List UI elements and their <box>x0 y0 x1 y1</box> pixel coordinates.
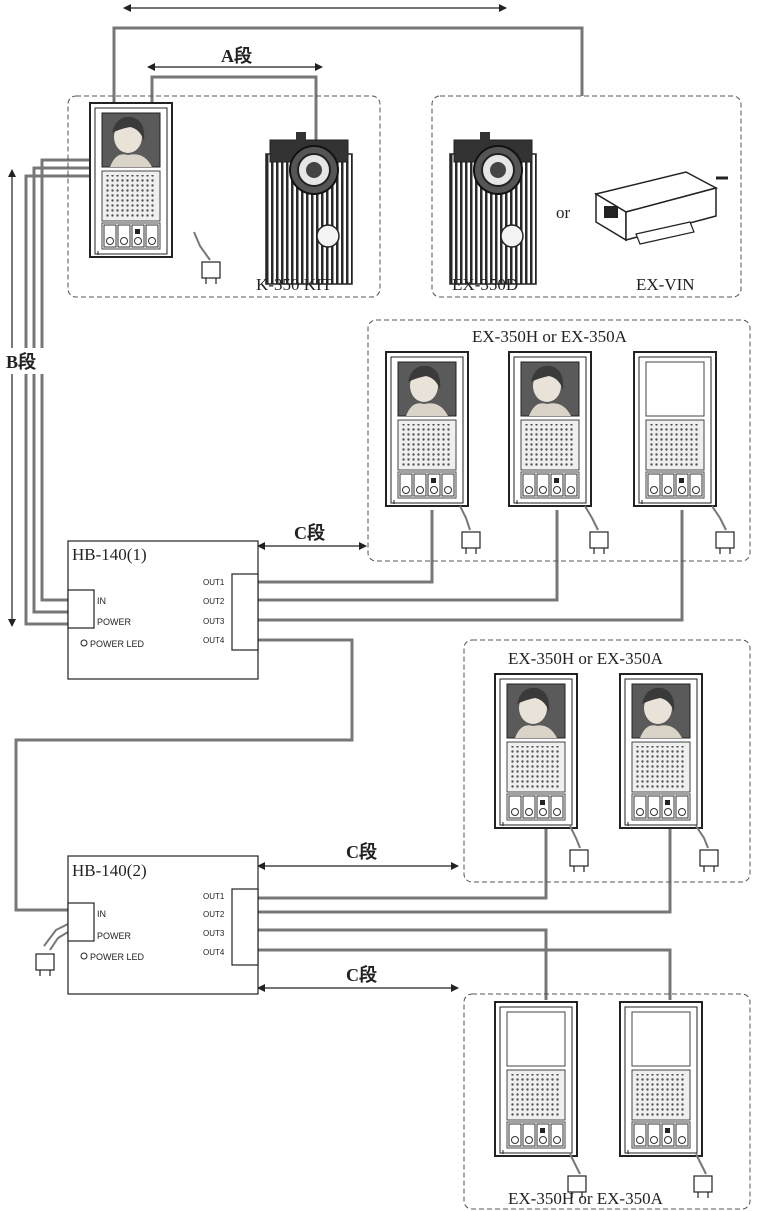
exvin-label: EX-VIN <box>636 275 695 294</box>
k350-camera <box>266 132 352 284</box>
segment-b-label: B段 <box>6 351 37 372</box>
exvin-module <box>596 172 728 244</box>
hub-2-out4: OUT4 <box>203 948 225 957</box>
power-adapter-icon <box>570 850 588 872</box>
group-monitors-2-label: EX-350H or EX-350A <box>508 649 664 668</box>
hub-1-out2: OUT2 <box>203 597 225 606</box>
power-adapter-icon <box>716 532 734 554</box>
power-adapter-icon <box>694 1176 712 1198</box>
power-adapter-icon <box>462 532 480 554</box>
hub-1-out4: OUT4 <box>203 636 225 645</box>
monitor-3 <box>634 352 716 506</box>
power-adapter-icon <box>700 850 718 872</box>
monitor-4 <box>495 674 577 828</box>
main-monitor <box>90 103 172 257</box>
segment-c-label-2: C段 <box>346 841 378 862</box>
group-monitors-3-label: EX-350H or EX-350A <box>508 1189 664 1208</box>
power-adapter-icon <box>590 532 608 554</box>
hub-2-out1: OUT1 <box>203 892 225 901</box>
hub-1-power-led: POWER LED <box>90 639 145 649</box>
hub-1-power: POWER <box>97 617 132 627</box>
segment-c-label-1: C段 <box>294 522 326 543</box>
hub-1-out3: OUT3 <box>203 617 225 626</box>
ex350d-camera <box>450 132 536 284</box>
monitor-2 <box>509 352 591 506</box>
monitor-5 <box>620 674 702 828</box>
hub-2-in: IN <box>97 909 106 919</box>
power-adapter-icon <box>202 262 220 284</box>
or-label: or <box>556 203 571 222</box>
hub-2-power: POWER <box>97 931 132 941</box>
hub-2-power-led: POWER LED <box>90 952 145 962</box>
segment-c-label-3: C段 <box>346 964 378 985</box>
hub-1-out1: OUT1 <box>203 578 225 587</box>
hub-1-in: IN <box>97 596 106 606</box>
monitor-6 <box>495 1002 577 1156</box>
hub-2-title: HB-140(2) <box>72 861 147 880</box>
segment-a-label: A段 <box>221 45 253 66</box>
hub-2-out3: OUT3 <box>203 929 225 938</box>
hub-1-title: HB-140(1) <box>72 545 147 564</box>
monitor-7 <box>620 1002 702 1156</box>
k350-kit-label: K-350 KIT <box>256 275 333 294</box>
power-adapter-icon <box>36 954 54 976</box>
hub-2-out2: OUT2 <box>203 910 225 919</box>
monitor-1 <box>386 352 468 506</box>
ex350d-label: EX-350D <box>452 275 518 294</box>
group-monitors-1-label: EX-350H or EX-350A <box>472 327 628 346</box>
